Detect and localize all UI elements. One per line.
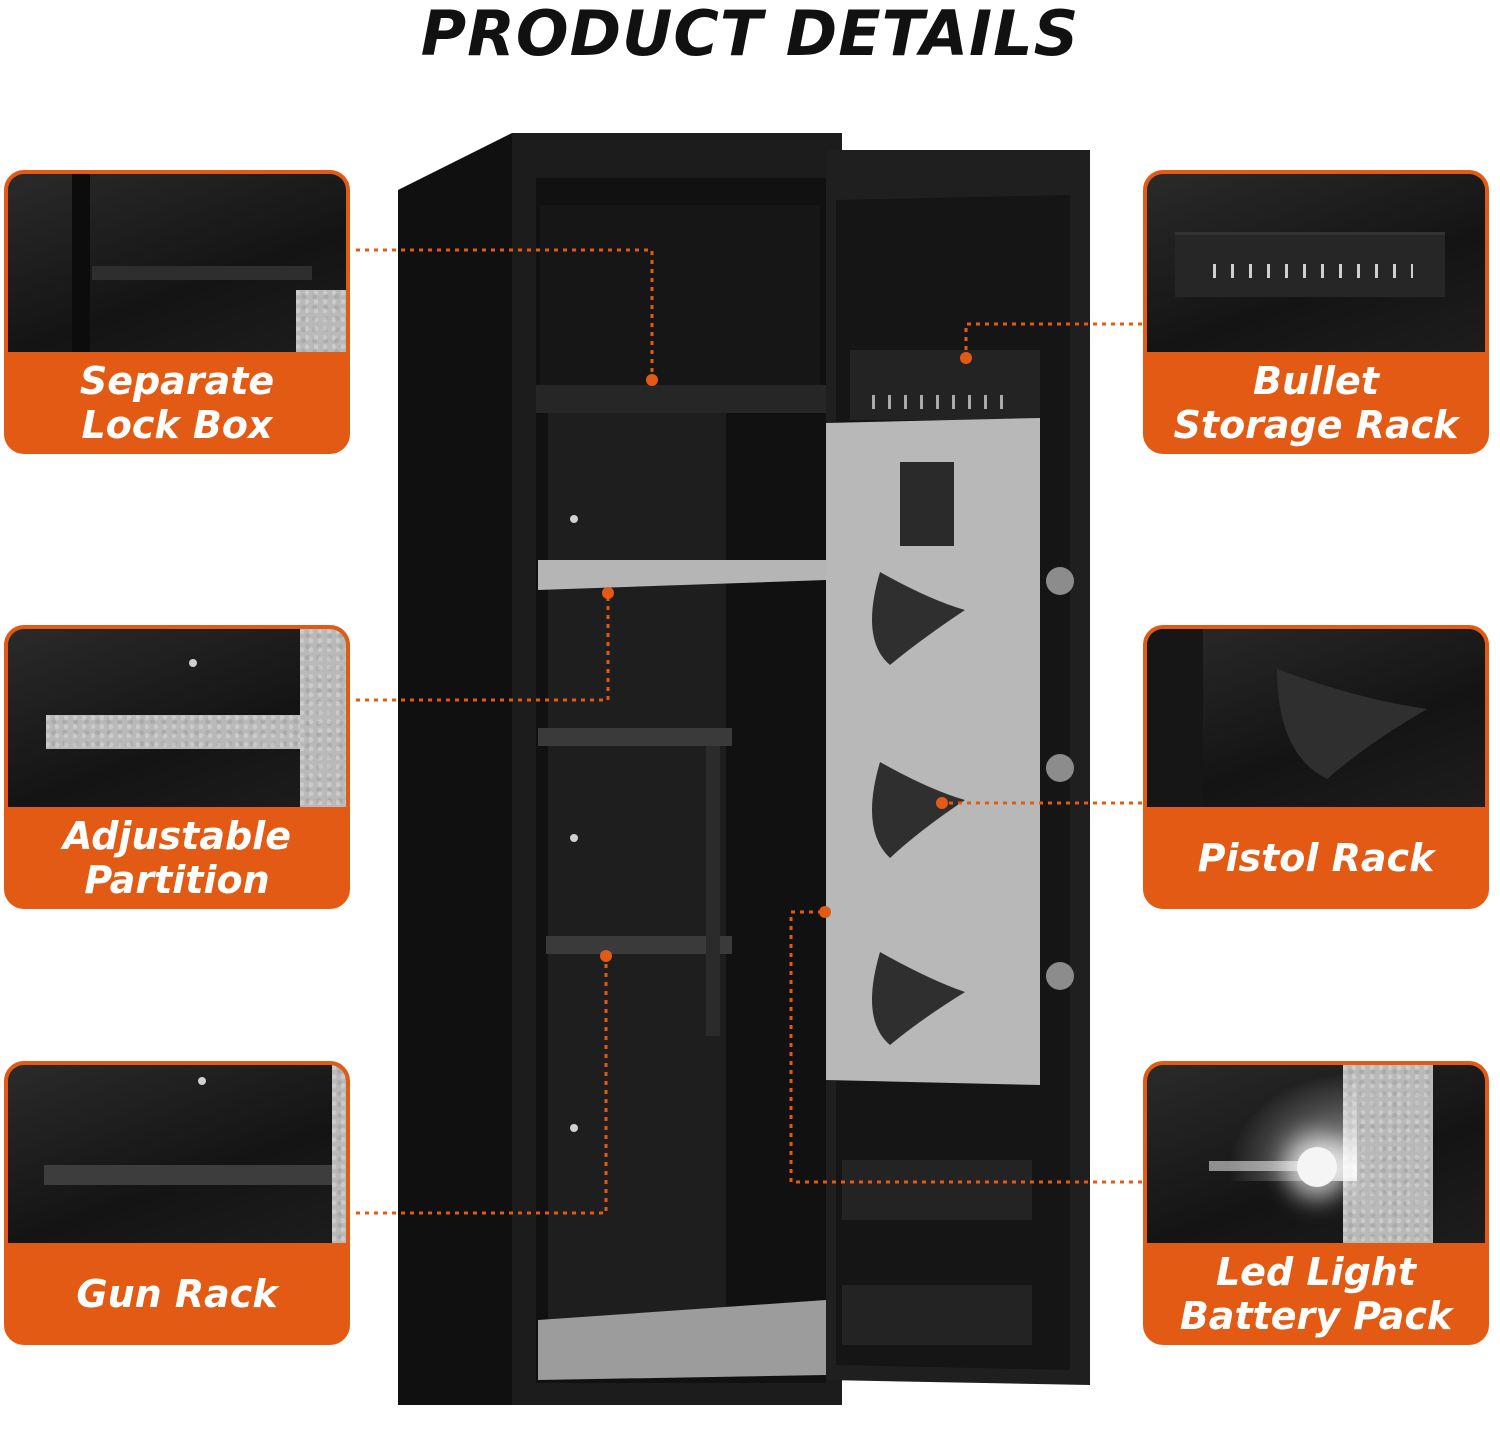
leader-dot (600, 950, 612, 962)
safe-body (512, 133, 842, 1405)
pistol-pouch-3 (872, 952, 965, 1045)
pistol-pouch-icon (1277, 669, 1427, 779)
callout-gun-rack: Gun Rack (4, 1061, 350, 1345)
leader-dot (936, 797, 948, 809)
door-felt-panel (826, 418, 1040, 1085)
leader-bullet-rack (964, 322, 1142, 358)
pistol-rack-photo (1147, 629, 1485, 807)
safe-interior-back (548, 240, 726, 1340)
led-light-photo (1147, 1065, 1485, 1243)
screw (570, 834, 578, 842)
gun-rack-upper (538, 728, 732, 746)
callout-label: Gun Rack (76, 1272, 278, 1316)
pistol-pouch-1 (872, 572, 965, 665)
door-lower-rack-1 (842, 1160, 1032, 1220)
leader-dot (819, 906, 831, 918)
partition-photo (8, 629, 346, 807)
safe-door (826, 150, 1090, 1385)
gun-rack-photo (8, 1065, 346, 1243)
leader-lock-box (356, 248, 654, 380)
led-light-box (900, 462, 954, 546)
pistol-pouch-2 (872, 762, 965, 858)
floor-carpet (538, 1300, 826, 1380)
callout-pistol-rack: Pistol Rack (1143, 625, 1489, 909)
gun-rack-lower (546, 936, 732, 954)
leader-gun-rack (356, 956, 608, 1215)
leader-dot (960, 352, 972, 364)
lock-box-compartment (540, 205, 820, 385)
callout-label: Pistol Rack (1197, 836, 1435, 880)
lock-box-photo (8, 174, 346, 352)
safe-side-panel (398, 133, 512, 1405)
bullet-rack-slots (872, 395, 1003, 409)
door-bolt (1046, 962, 1074, 990)
screw (570, 1124, 578, 1132)
page-title: PRODUCT DETAILS (420, 0, 1080, 70)
leader-partition (356, 593, 610, 702)
leader-dot (602, 587, 614, 599)
screw (570, 515, 578, 523)
door-bolt (1046, 754, 1074, 782)
leader-led-light (789, 910, 1142, 1184)
bullet-storage-rack (850, 350, 1040, 420)
safe-interior (536, 178, 826, 1383)
door-inner-frame (836, 195, 1070, 1370)
door-lower-rack-2 (842, 1285, 1032, 1345)
bullet-rack-photo (1147, 174, 1485, 352)
door-bolt (1046, 567, 1074, 595)
rack-post (706, 746, 720, 1036)
leader-dot (646, 374, 658, 386)
top-shelf (536, 385, 826, 413)
adjustable-shelf (538, 560, 826, 590)
